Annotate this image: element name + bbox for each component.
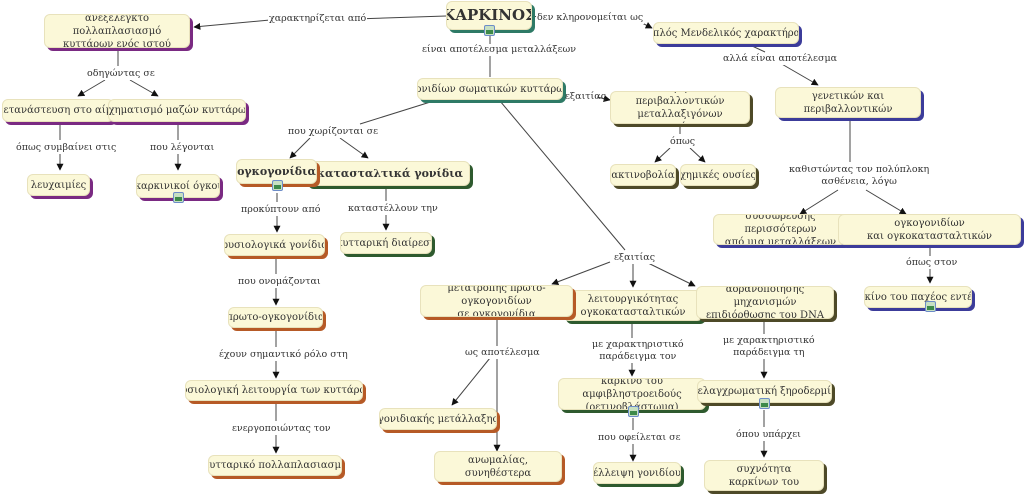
link-label: με χαρακτηριστικό παράδειγμα τον [591, 339, 685, 363]
link-label: έχουν σημαντικό ρόλο στη [218, 349, 349, 361]
concept-proto-ogkogonidia[interactable]: πρωτο-ογκογονίδια [228, 307, 323, 328]
concept-ogkokatastaltika[interactable]: ογκοκατασταλτικά γονίδια [305, 161, 470, 186]
concept-metanastefsi[interactable]: μετανάστευση στο αίμα [2, 99, 114, 122]
image-resource-icon[interactable] [628, 406, 639, 417]
concept-elleipsi-gonidiou[interactable]: έλλειψη γονιδίου [593, 462, 681, 484]
image-resource-icon[interactable] [484, 25, 495, 36]
concept-ogkogonidia[interactable]: ογκογονίδια [236, 159, 317, 184]
concept-apousias[interactable]: απουσίας λειτουργικότητας ογκοκατασταλτι… [563, 290, 703, 321]
link-line [689, 147, 706, 163]
link-label: ενεργοποιώντας τον [231, 423, 332, 435]
concept-allilepidrasis[interactable]: αλληλεπίδρασης γενετικών και περιβαλλοντ… [775, 87, 921, 118]
concept-aktinovolia[interactable]: ακτινοβολία [610, 164, 676, 186]
concept-taftochronis[interactable]: ταυτόχρονης συμμετοχής ογκογονιδίων και … [838, 214, 1021, 245]
link-label: καταστέλλουν την [347, 203, 439, 215]
link-label: όπως [669, 136, 697, 148]
link-line [654, 147, 671, 163]
concept-aplos-mendelikos[interactable]: απλός Μενδελικός χαρακτήρας [653, 22, 799, 44]
concept-adranopoiisis[interactable]: αδρανοποίησης μηχανισμών επιδιόρθωσης το… [696, 286, 834, 319]
concept-schimatismos[interactable]: σχηματισμό μαζών κυττάρων [108, 99, 246, 122]
link-line [289, 137, 311, 159]
concept-lefchaimies[interactable]: λευχαιμίες [27, 174, 90, 196]
link-label: με χαρακτηριστικό παράδειγμα τη [722, 335, 816, 359]
link-label: που χωρίζονται σε [287, 126, 380, 138]
concept-gonidion-somatikon[interactable]: γονιδίων σωματικών κυττάρων [417, 78, 563, 100]
link-label: που ονομάζονται [237, 276, 322, 288]
concept-syssoreusis[interactable]: συσσώρευσης περισσότερων από μια μεταλλά… [713, 214, 848, 245]
link-line [499, 100, 626, 251]
image-resource-icon[interactable] [925, 301, 936, 312]
link-label: εξαιτίας [565, 91, 607, 102]
link-line [551, 261, 611, 286]
link-line [77, 79, 106, 97]
link-label: καθιστώντας τον πολύπλοκη ασθένεια, λόγω [788, 164, 931, 188]
concept-gonidiakis-metallaxis[interactable]: γονιδιακής μετάλλαξης [379, 408, 497, 430]
link-line [129, 79, 159, 97]
link-line [865, 189, 907, 215]
link-label: που οφείλεται σε [597, 432, 682, 444]
image-resource-icon[interactable] [272, 180, 283, 191]
concept-karkino-pachaos[interactable]: καρκίνο του παχέος εντέρου [864, 286, 972, 308]
link-line [749, 44, 766, 53]
concept-chromosomikis[interactable]: χρωμοσωμικής ανωμαλίας, συνηθέστερα μετα… [434, 451, 562, 482]
link-label: που λέγονται [149, 142, 216, 154]
link-line [799, 189, 839, 215]
link-label: όπου υπάρχει [735, 429, 802, 441]
link-line [645, 261, 696, 287]
image-resource-icon[interactable] [759, 398, 770, 409]
link-label: ως αποτέλεσμα [464, 347, 541, 359]
concept-metatropis[interactable]: μετατροπής πρωτο-ογκογονιδίων σε ογκογον… [420, 285, 573, 317]
concept-chimikes-ousies[interactable]: χημικές ουσίες [680, 164, 756, 186]
link-label: όπως συμβαίνει στις [15, 142, 118, 154]
concept-fysiologika-gonidia[interactable]: φυσιολογικά γονίδια [224, 234, 325, 256]
link-label: όπως στον [905, 257, 959, 269]
link-line [779, 62, 819, 86]
link-line [354, 15, 447, 20]
image-resource-icon[interactable] [173, 192, 184, 203]
link-line [596, 95, 611, 102]
concept-kyttariko-pollaplasiasmo[interactable]: κυτταρικό πολλαπλασιασμό [208, 455, 342, 476]
link-line [451, 357, 491, 406]
link-line [339, 137, 369, 159]
link-label: προκύπτουν από [240, 204, 322, 216]
link-label: εξαιτίας [613, 252, 657, 264]
link-line [193, 19, 271, 30]
concept-kyttariki-diairesi[interactable]: κυτταρική διαίρεση [340, 232, 432, 254]
link-label: δεν κληρονομείται ως [536, 12, 645, 24]
concept-pollaplasia-sychnotita[interactable]: πολλαπλάσια συχνότητα καρκίνων του δέρμα… [704, 460, 824, 491]
link-label: είναι αποτέλεσμα μεταλλάξεων [421, 44, 578, 56]
concept-diaforon-periv[interactable]: διάφορων περιβαλλοντικών μεταλλαξιγόνων … [610, 91, 750, 124]
link-line [359, 98, 441, 125]
concept-fysiologiki-leitourgia[interactable]: φυσιολογική λειτουργία των κυττάρων [185, 380, 363, 401]
link-label: χαρακτηρίζεται από [268, 13, 368, 25]
link-label: οδηγώντας σε [86, 68, 156, 80]
concept-anexelegkto[interactable]: ανεξέλεγκτο πολλαπλασιασμό κυττάρων ενός… [44, 14, 190, 48]
link-label: αλλά είναι αποτέλεσμα [722, 53, 839, 65]
